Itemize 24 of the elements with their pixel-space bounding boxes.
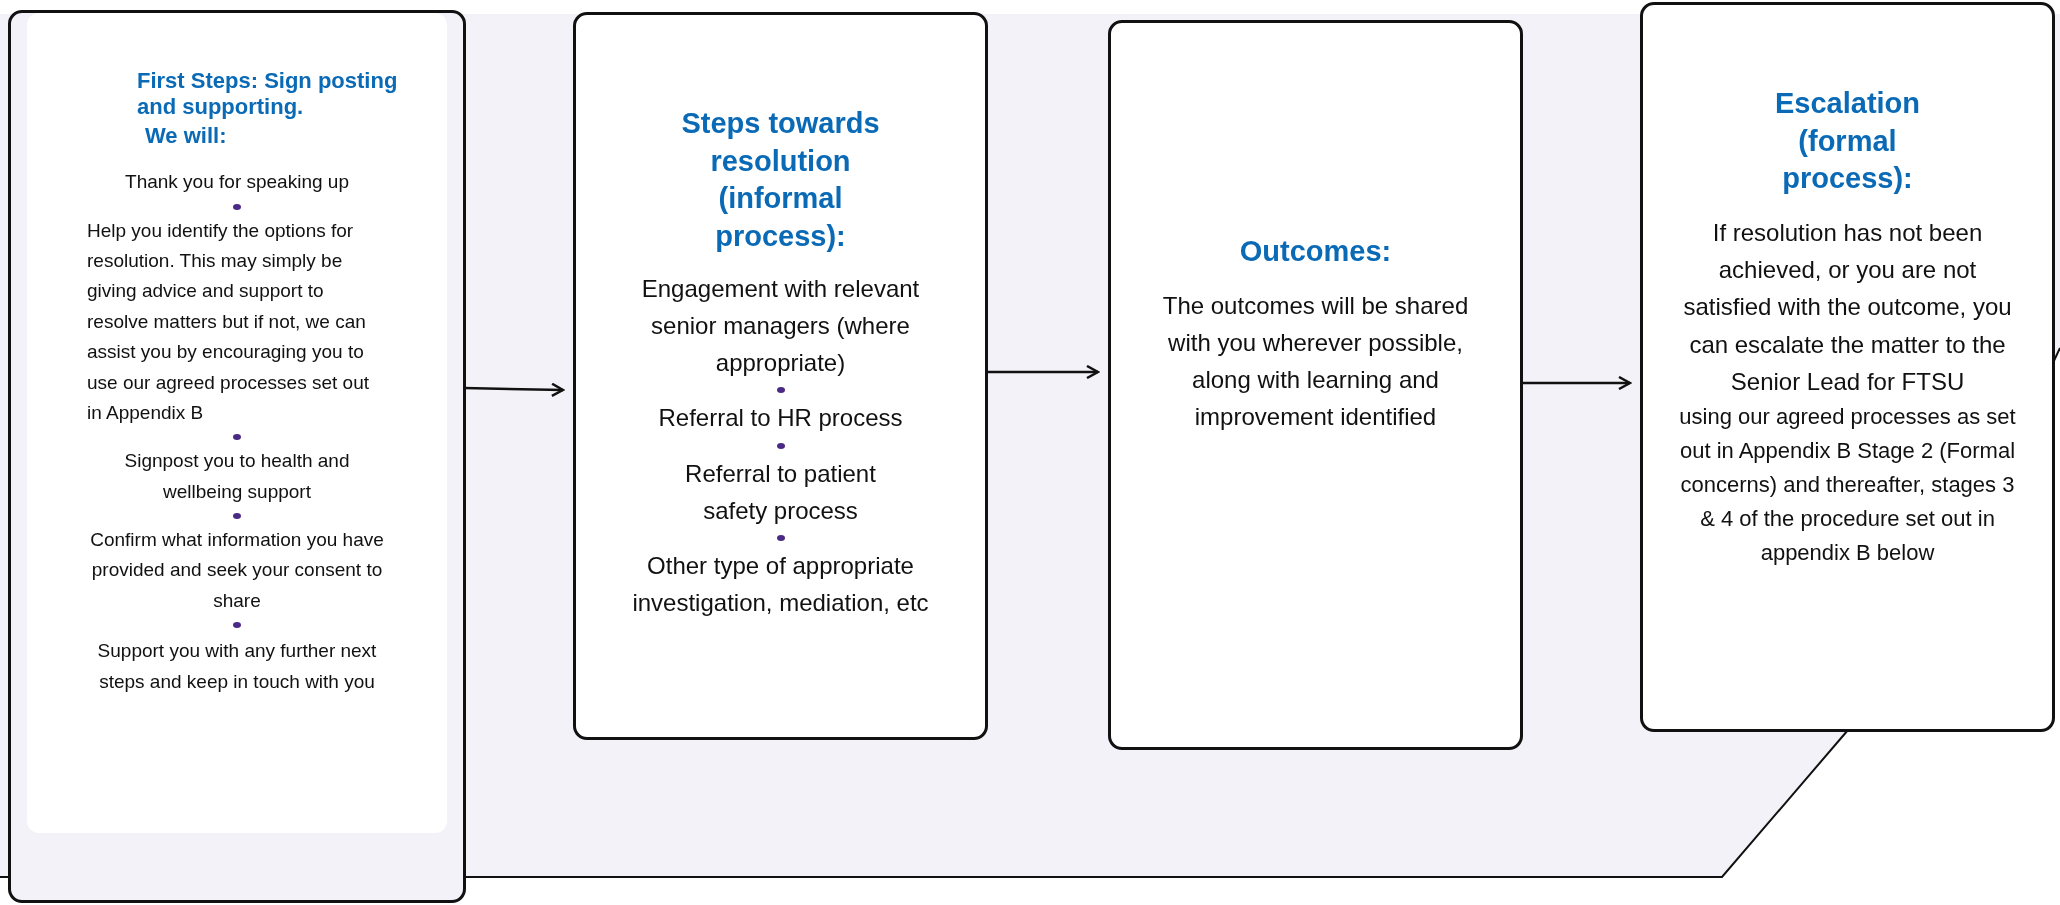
arrow bbox=[463, 382, 565, 398]
step-text: If resolution has not been achieved, or you are not satisfied with the outcome, you can escalate the matter to the Senior Lead for FTSU bbox=[1682, 218, 2013, 397]
step-text: Engagement with relevant senior managers (where appropriate) bbox=[640, 273, 921, 379]
step-text: The outcomes will be shared with you wherever possible, along with learning and improvement identified bbox=[1161, 290, 1470, 433]
step-text: Support you with any further next steps and keep in touch with you bbox=[96, 639, 378, 694]
step-text: Referral to HR process bbox=[657, 403, 904, 434]
process-box bbox=[8, 10, 466, 903]
arrow bbox=[988, 364, 1100, 380]
step-text: using our agreed processes as set out in Appendix B Stage 2 (Formal concerns) and thereafter, stages 3 & 4 of the procedure set out in appendix B below bbox=[1678, 403, 2017, 568]
process-box bbox=[573, 12, 988, 740]
box-heading: We will: bbox=[144, 122, 227, 150]
step-text: Signpost you to health and wellbeing support bbox=[123, 449, 351, 504]
box-heading: Outcomes: bbox=[1239, 234, 1392, 269]
box-heading: Steps towards resolution (informal process): bbox=[680, 106, 881, 255]
process-box bbox=[1640, 2, 2055, 732]
arrow bbox=[1523, 375, 1632, 391]
box-heading: Escalation (formal process): bbox=[1773, 86, 1922, 197]
step-text: Referral to patient safety process bbox=[684, 458, 877, 526]
step-text: Confirm what information you have provided and seek your consent to share bbox=[89, 528, 385, 613]
process-box bbox=[1108, 20, 1523, 750]
step-text: Thank you for speaking up bbox=[125, 170, 349, 195]
step-text: Help you identify the options for resolution. This may simply be giving advice and support to resolve matters but if not, we can assist you by encouraging you to use our agreed processes set out in Appendix B bbox=[87, 218, 370, 425]
step-text: Other type of appropriate investigation, mediation, etc bbox=[631, 550, 930, 619]
box-heading: First Steps: Sign posting and supporting. bbox=[136, 68, 399, 121]
